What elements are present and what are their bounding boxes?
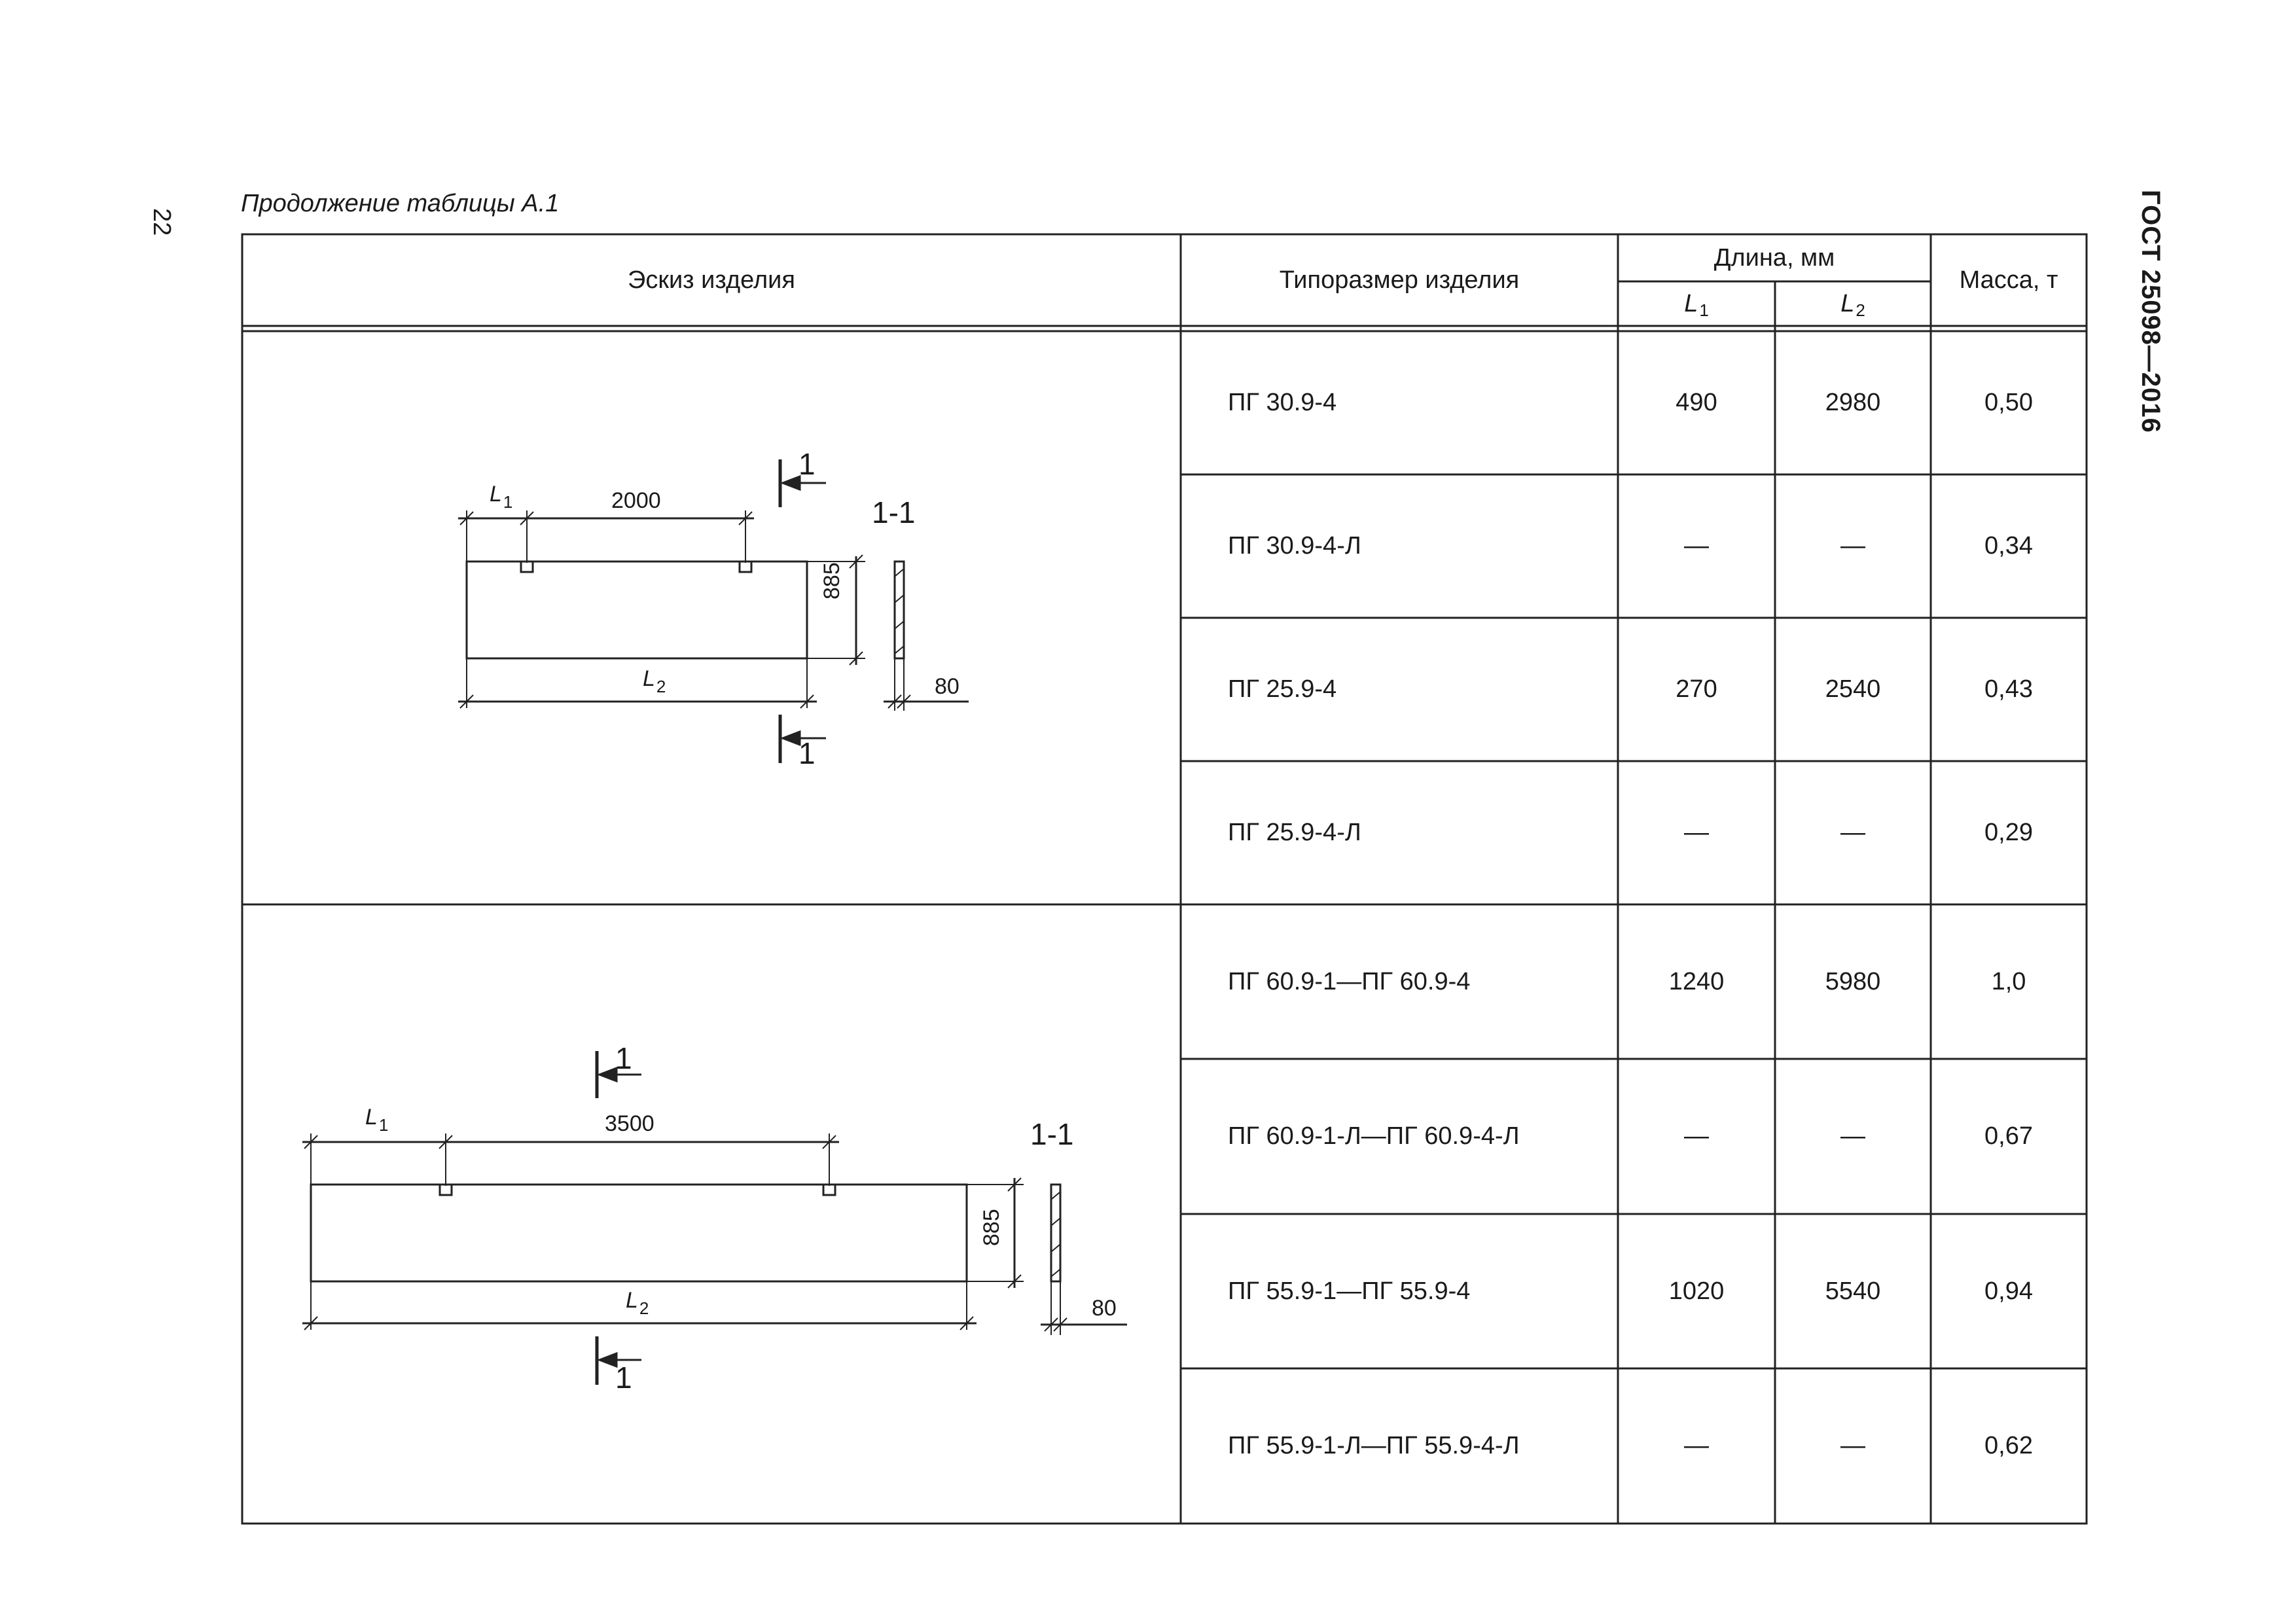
table-cell-l2: — [1840, 532, 1865, 560]
sketch2-thickness-label: 80 [1092, 1296, 1117, 1321]
sketch-panel-1 [458, 459, 969, 763]
header-length: Длина, мм [1713, 243, 1835, 272]
sketch1-mark-top: 1 [798, 447, 816, 481]
sketch1-height-label: 885 [819, 562, 844, 599]
table-cell-l1: — [1684, 532, 1709, 560]
table-cell-type: ПГ 30.9-4 [1228, 389, 1337, 416]
sketch1-mark-bottom: 1 [798, 736, 816, 770]
table-cell-type: ПГ 55.9-1-Л—ПГ 55.9-4-Л [1228, 1432, 1520, 1459]
table-cell-mass: 0,34 [1984, 532, 2033, 560]
table-cell-mass: 0,62 [1984, 1432, 2033, 1459]
header-mass: Масса, т [1959, 266, 2058, 294]
table-cell-mass: 0,94 [1984, 1277, 2033, 1305]
sketch2-height-label: 885 [979, 1209, 1004, 1246]
table-cell-l2: — [1840, 819, 1865, 846]
header-sketch: Эскиз изделия [628, 266, 795, 294]
sketch2-mark-top: 1 [615, 1041, 632, 1075]
table-cell-mass: 0,67 [1984, 1122, 2033, 1150]
sketch1-l1-label: L1 [490, 482, 513, 512]
table-cell-l2: 5540 [1825, 1277, 1881, 1305]
table-cell-mass: 0,43 [1984, 675, 2033, 703]
sketch2-l1-label: L1 [365, 1105, 389, 1135]
table-cell-mass: 0,29 [1984, 819, 2033, 846]
sketch1-thickness-label: 80 [935, 674, 960, 699]
sketch2-section-label: 1-1 [1030, 1117, 1074, 1151]
table-cell-l1: — [1684, 1122, 1709, 1150]
table-cell-l2: — [1840, 1122, 1865, 1150]
panel-outline-2 [310, 1183, 968, 1283]
panel-outline-1 [465, 560, 808, 660]
sketch1-section-label: 1-1 [872, 495, 916, 529]
sketch2-mark-bottom: 1 [615, 1361, 632, 1395]
table-cell-l1: 490 [1676, 389, 1717, 416]
table-cell-l1: 270 [1676, 675, 1717, 703]
sketch2-span-label: 3500 [605, 1111, 655, 1136]
table-cell-l1: 1240 [1668, 967, 1725, 995]
table-cell-l1: 1020 [1668, 1277, 1725, 1305]
table-cell-l2: 2980 [1825, 389, 1881, 416]
table-cell-type: ПГ 30.9-4-Л [1228, 532, 1361, 560]
table-cell-type: ПГ 25.9-4 [1228, 675, 1337, 703]
sketch-panel-2 [302, 1051, 1127, 1385]
table-cell-type: ПГ 55.9-1—ПГ 55.9-4 [1228, 1277, 1471, 1305]
table-cell-l2: — [1840, 1432, 1865, 1459]
sketch2-l2-label: L2 [626, 1288, 649, 1318]
table-cell-mass: 1,0 [1991, 967, 2026, 995]
table-cell-type: ПГ 25.9-4-Л [1228, 819, 1361, 846]
table-cell-type: ПГ 60.9-1-Л—ПГ 60.9-4-Л [1228, 1122, 1520, 1150]
table-cell-mass: 0,50 [1984, 389, 2033, 416]
table-cell-l2: 5980 [1825, 967, 1881, 995]
table-cell-l1: — [1684, 819, 1709, 846]
sketch1-span-label: 2000 [611, 488, 661, 513]
table-cell-type: ПГ 60.9-1—ПГ 60.9-4 [1228, 967, 1471, 995]
table-cell-l2: 2540 [1825, 675, 1881, 703]
table-caption: Продолжение таблицы А.1 [241, 190, 560, 217]
table-cell-l1: — [1684, 1432, 1709, 1459]
sketch1-l2-label: L2 [643, 666, 666, 696]
header-type: Типоразмер изделия [1279, 266, 1520, 294]
